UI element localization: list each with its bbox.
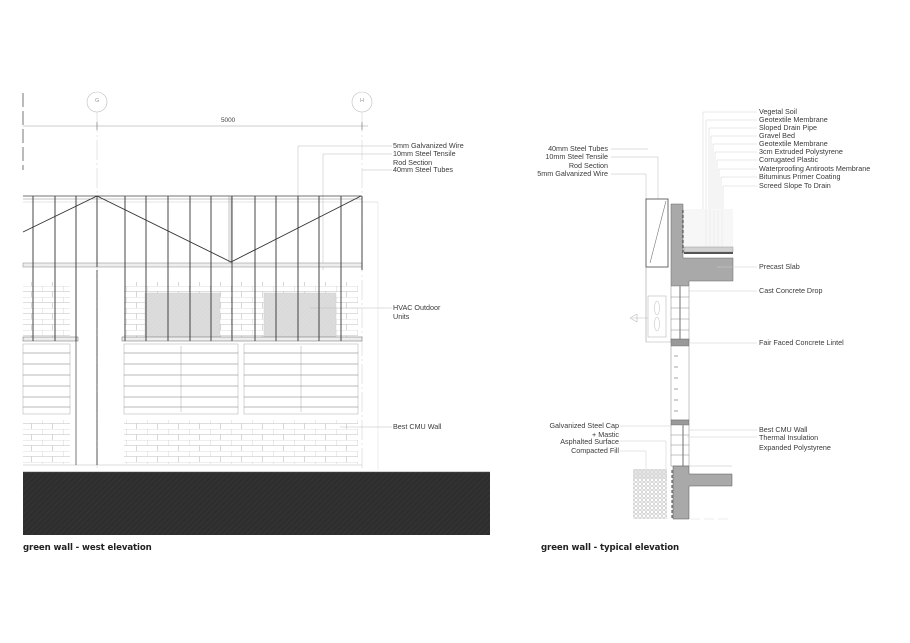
callout-expanded-polystyrene: Expanded Polystyrene	[759, 443, 831, 452]
callout-rod-section: Rod Section	[393, 158, 433, 167]
grid-label-h: H	[360, 98, 364, 104]
callout-galvanized-wire: 5mm Galvanized Wire	[393, 141, 464, 150]
callout-drain-pipe: Sloped Drain Pipe	[759, 123, 817, 132]
callout-gravel-bed: Gravel Bed	[759, 131, 795, 140]
dimension-label: 5000	[221, 117, 236, 124]
callout-mastic: + Mastic	[592, 430, 619, 439]
callout-steel-tubes: 40mm Steel Tubes	[393, 165, 453, 174]
callout-geotextile-1: Geotextile Membrane	[759, 115, 828, 124]
callout-screed-slope: Screed Slope To Drain	[759, 181, 831, 190]
hvac-unit-1	[144, 292, 221, 338]
callout-antiroots-membrane: Waterproofing Antiroots Membrane	[759, 164, 871, 173]
typical-elevation-caption: green wall - typical elevation	[541, 543, 680, 553]
callout-corrugated-plastic: Corrugated Plastic	[759, 155, 819, 164]
callout-steel-cap: Galvanized Steel Cap	[549, 421, 619, 430]
callout-galvanized-wire-2: 5mm Galvanized Wire	[537, 169, 608, 178]
callout-steel-tensile: 10mm Steel Tensile	[393, 149, 456, 158]
west-elevation-caption: green wall - west elevation	[23, 543, 152, 553]
callout-concrete-lintel: Fair Faced Concrete Lintel	[759, 338, 844, 347]
callout-compacted-fill: Compacted Fill	[571, 446, 619, 455]
grid-label-g: G	[95, 98, 100, 104]
callout-steel-tubes-2: 40mm Steel Tubes	[548, 144, 608, 153]
ground-slab	[23, 472, 490, 535]
callout-polystyrene: 3cm Extruded Polystyrene	[759, 147, 843, 156]
callout-steel-tensile-2: 10mm Steel Tensile	[545, 152, 608, 161]
callout-thermal-insulation: Thermal Insulation	[759, 433, 819, 442]
callout-precast-slab: Precast Slab	[759, 262, 800, 271]
concrete-lintel	[670, 338, 690, 347]
callout-hvac-line2: Units	[393, 312, 410, 321]
callout-vegetal-soil: Vegetal Soil	[759, 107, 797, 116]
callout-asphalted-surface: Asphalted Surface	[560, 437, 619, 446]
callout-geotextile-2: Geotextile Membrane	[759, 139, 828, 148]
callout-cast-concrete-drop: Cast Concrete Drop	[759, 286, 823, 295]
callout-cmu-wall: Best CMU Wall	[393, 422, 442, 431]
hvac-unit-2	[263, 292, 337, 338]
tensile-rod-zigzag	[22, 195, 362, 263]
foundation	[672, 465, 733, 520]
callout-rod-section-2: Rod Section	[568, 161, 608, 170]
callout-primer-coating: Bituminus Primer Coating	[759, 172, 841, 181]
callout-cmu-wall-2: Best CMU Wall	[759, 425, 808, 434]
callout-hvac-line1: HVAC Outdoor	[393, 303, 441, 312]
